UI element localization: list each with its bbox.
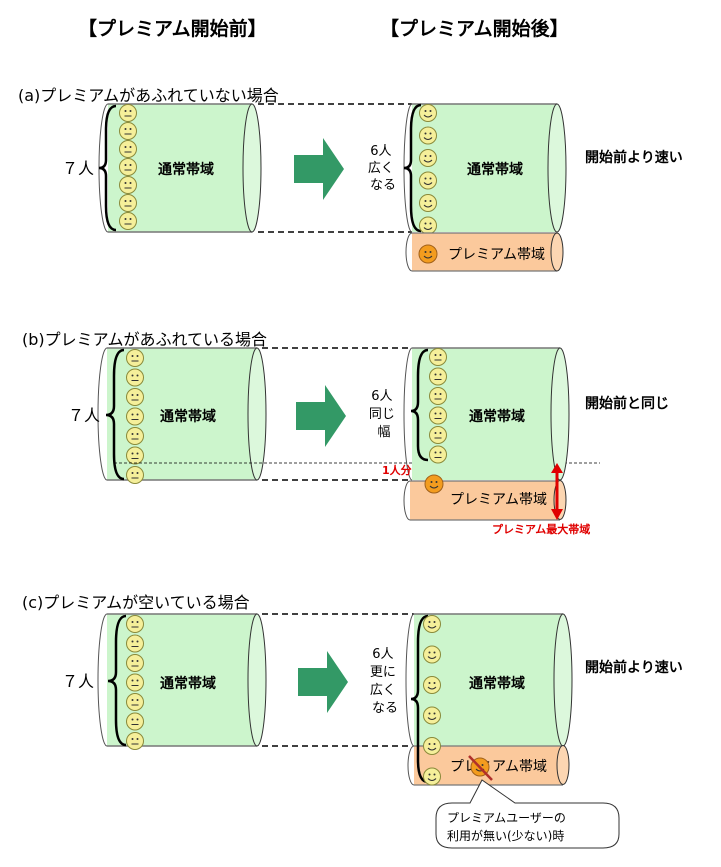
smiley-face-icon xyxy=(119,104,137,122)
right-arrow-icon xyxy=(296,385,346,447)
case-c-title: (c)プレミアムが空いている場合 xyxy=(22,593,250,612)
smiley-face-icon xyxy=(423,737,441,755)
smiley-face-icon xyxy=(126,654,144,672)
case-c-before-count: ７人 xyxy=(62,672,94,691)
case-a-title: (a)プレミアムがあふれていない場合 xyxy=(18,86,279,105)
curly-brace-icon xyxy=(410,614,429,784)
smiley-face-icon xyxy=(126,712,144,731)
smiley-face-icon xyxy=(429,426,447,444)
smiley-face-icon xyxy=(126,673,144,692)
smiley-face-icon xyxy=(419,126,437,145)
smiley-face-icon xyxy=(423,676,441,694)
smiley-face-icon xyxy=(126,407,144,426)
callout-line-1: プレミアムユーザーの xyxy=(447,811,566,825)
smiley-face-icon xyxy=(126,349,144,367)
premium-user-face-icon xyxy=(424,474,444,494)
header-before: 【プレミアム開始前】 xyxy=(78,17,267,40)
case-c-after-cylinder xyxy=(405,613,573,747)
premium-user-face-icon xyxy=(418,244,438,264)
case-a-after-band-label: 通常帯域 xyxy=(467,161,523,178)
case-b-before-count: ７人 xyxy=(68,406,100,425)
case-c-after-note: 6人 更に 広く なる xyxy=(370,647,400,716)
smiley-face-icon xyxy=(126,466,144,484)
smiley-face-icon xyxy=(126,446,144,465)
smiley-face-icon xyxy=(126,615,144,633)
case-b-title: (b)プレミアムがあふれている場合 xyxy=(22,330,267,349)
smiley-face-icon xyxy=(429,348,447,366)
smiley-face-icon xyxy=(419,149,437,167)
case-a-premium-label: プレミアム帯域 xyxy=(448,247,545,263)
curly-brace-icon xyxy=(403,103,422,233)
smiley-face-icon xyxy=(119,194,137,212)
case-b-premium-label: プレミアム帯域 xyxy=(450,492,547,508)
case-c-band-label: 通常帯域 xyxy=(160,675,216,692)
smiley-face-icon xyxy=(126,427,144,445)
case-a-band-label: 通常帯域 xyxy=(158,161,214,178)
smiley-face-icon xyxy=(429,445,447,464)
case-c-before-cylinder xyxy=(97,613,267,747)
case-a: (a)プレミアムがあふれていない場合 ７人 通常帯域 6人 広く なる xyxy=(18,86,683,272)
curly-brace-icon xyxy=(410,348,429,462)
case-a-before-cylinder xyxy=(98,103,262,233)
smiley-face-icon xyxy=(419,104,437,122)
curly-brace-icon xyxy=(105,348,125,481)
smiley-face-icon xyxy=(119,176,137,194)
curly-brace-icon xyxy=(98,104,117,232)
smiley-face-icon xyxy=(423,767,441,786)
smiley-face-icon xyxy=(419,216,437,235)
smiley-face-icon xyxy=(419,194,437,212)
case-c-premium-label: プレミアム帯域 xyxy=(450,759,547,775)
case-c-after-band-label: 通常帯域 xyxy=(469,675,525,692)
case-b: (b)プレミアムがあふれている場合 ７人 通常帯域 6人 同じ 幅 xyxy=(22,330,669,536)
case-a-after-note: 6人 広く なる xyxy=(368,144,398,193)
smiley-face-icon xyxy=(119,140,137,158)
premium-max-arrow-icon xyxy=(551,463,563,520)
premium-max-label: プレミアム最大帯域 xyxy=(492,522,590,536)
smiley-face-icon xyxy=(423,706,441,725)
callout-line-2: 利用が無い(少ない)時 xyxy=(447,828,564,843)
smiley-face-icon xyxy=(423,645,441,664)
case-a-premium-cylinder xyxy=(405,232,564,272)
smiley-face-icon xyxy=(429,406,447,425)
case-b-before-cylinder xyxy=(97,347,267,481)
smiley-face-icon xyxy=(419,171,437,190)
smiley-face-icon xyxy=(126,693,144,711)
case-b-after-cylinder xyxy=(403,347,570,481)
case-c-result: 開始前より速い xyxy=(585,659,683,676)
case-b-band-label: 通常帯域 xyxy=(160,408,216,425)
one-person-label: 1人分 xyxy=(382,463,412,477)
smiley-face-icon xyxy=(119,158,137,176)
smiley-face-icon xyxy=(126,368,144,387)
smiley-face-icon xyxy=(423,615,441,633)
case-a-result: 開始前より速い xyxy=(585,149,683,166)
smiley-face-icon xyxy=(119,212,137,230)
smiley-face-icon xyxy=(126,634,144,653)
case-c: (c)プレミアムが空いている場合 ７人 通常帯域 6人 更に 広く なる xyxy=(22,593,683,849)
smiley-face-icon xyxy=(429,387,447,405)
right-arrow-icon xyxy=(294,138,344,200)
curly-brace-icon xyxy=(107,614,127,747)
case-b-result: 開始前と同じ xyxy=(585,395,669,412)
case-b-after-band-label: 通常帯域 xyxy=(469,408,525,425)
case-a-before-count: ７人 xyxy=(62,159,94,178)
smiley-face-icon xyxy=(119,122,137,140)
callout-bubble: プレミアムユーザーの 利用が無い(少ない)時 xyxy=(435,779,620,849)
smiley-face-icon xyxy=(126,388,144,406)
right-arrow-icon xyxy=(298,651,348,713)
cross-out-icon xyxy=(468,755,493,781)
header-after: 【プレミアム開始後】 xyxy=(380,17,569,40)
case-b-after-note: 6人 同じ 幅 xyxy=(369,389,399,440)
smiley-face-icon xyxy=(126,732,144,750)
smiley-face-icon xyxy=(429,367,447,386)
